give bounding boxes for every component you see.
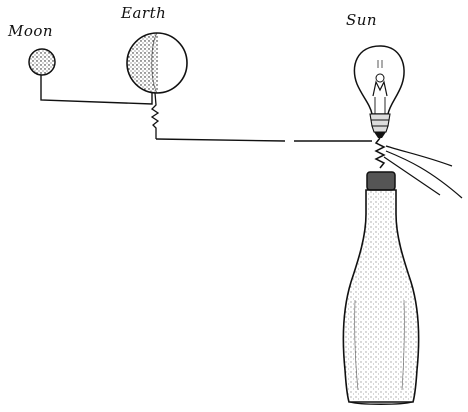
bulb-cord-coil bbox=[376, 138, 384, 168]
earth-coil bbox=[152, 93, 158, 139]
bottle bbox=[343, 172, 418, 404]
main-wire bbox=[156, 139, 372, 141]
sun-light-bulb bbox=[354, 46, 404, 138]
earth bbox=[124, 30, 187, 96]
moon bbox=[29, 49, 55, 75]
